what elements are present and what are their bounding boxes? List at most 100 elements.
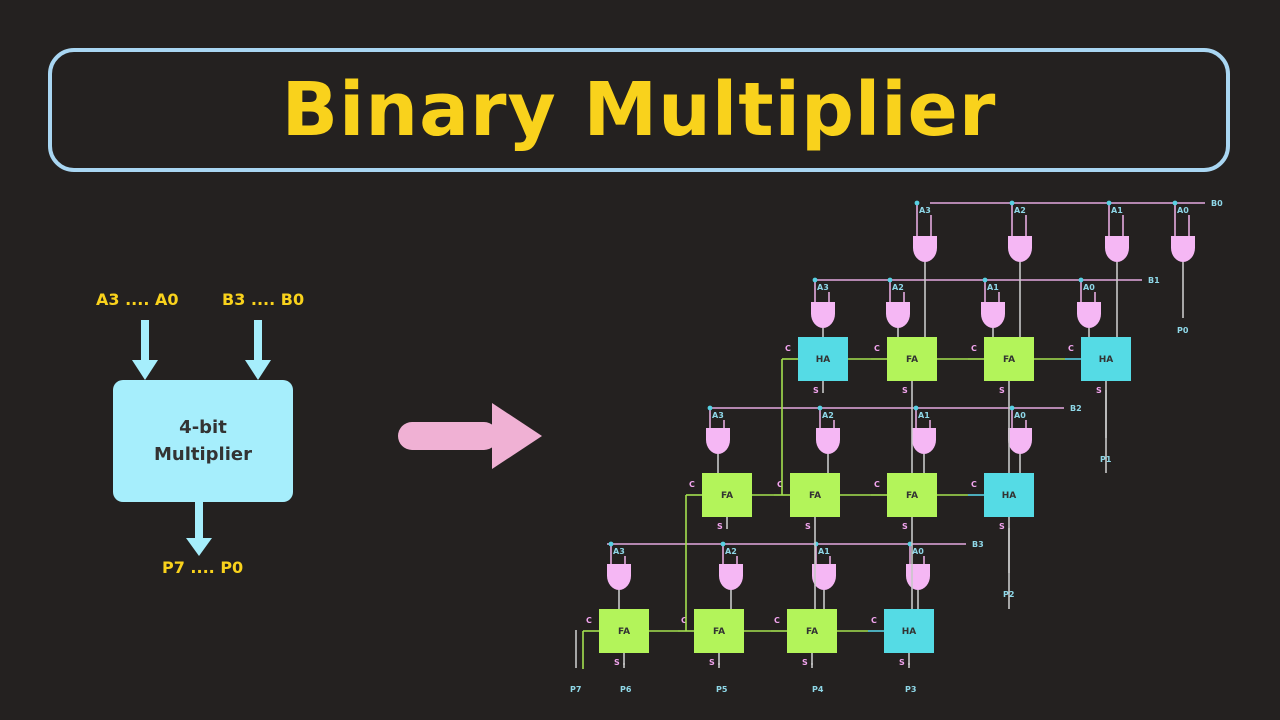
b-tap-dot [1106, 200, 1112, 206]
sum-label: S [805, 522, 811, 531]
a-input-label: A2 [725, 547, 737, 556]
and-gate-icon [912, 428, 936, 455]
adder-cell-ha [984, 473, 1034, 517]
p0-output-label: P0 [1177, 326, 1189, 335]
adder-cell-label: HA [816, 355, 831, 365]
multiplier-block: 4-bit Multiplier [113, 380, 293, 502]
b-tap-dot [982, 277, 988, 283]
adder-cell-label: FA [906, 491, 918, 501]
sum-label: S [899, 658, 905, 667]
adder-cell-label: FA [809, 491, 821, 501]
a-input-label: A2 [822, 411, 834, 420]
b-bus-label-1: B1 [1148, 276, 1160, 285]
and-gate-icon [811, 302, 835, 328]
a-input-label: A1 [1111, 206, 1123, 215]
adder-cell-label: HA [1099, 355, 1114, 365]
b-tap-dot [817, 405, 823, 411]
adder-cell-fa [702, 473, 752, 517]
adder-cell-ha [1081, 337, 1131, 381]
adder-cell-label: FA [806, 627, 818, 637]
input-a-label: A3 .... A0 [96, 290, 179, 309]
adder-cell-fa [984, 337, 1034, 381]
sum-label: S [999, 522, 1005, 531]
p-output-label: P7 [570, 685, 581, 694]
and-gate-icon [981, 302, 1005, 328]
b-tap-dot [914, 200, 920, 206]
p-output-label: P1 [1100, 455, 1112, 464]
carry-label: C [689, 480, 695, 489]
adder-cell-label: HA [1002, 491, 1017, 501]
and-gate-icon [1008, 236, 1032, 262]
a-input-label: A1 [987, 283, 999, 292]
and-gate-icon [607, 564, 631, 591]
main-arrow-shaft [398, 422, 498, 450]
adder-cell-fa [887, 337, 937, 381]
carry-label: C [774, 616, 780, 625]
p-output-label: P6 [620, 685, 632, 694]
a-input-label: A2 [892, 283, 904, 292]
and-gate-icon [1077, 302, 1101, 328]
and-gate-icon [913, 236, 937, 262]
sum-label: S [1096, 386, 1102, 395]
multiplier-block-line1: 4-bit [179, 417, 227, 438]
adder-cell-ha [884, 609, 934, 653]
b-bus-label-0: B0 [1211, 199, 1223, 208]
carry-label: C [971, 344, 977, 353]
b-tap-dot [1172, 200, 1178, 206]
input-a-arrow-shaft [141, 320, 149, 362]
and-gate-icon [1008, 428, 1032, 455]
adder-cell-fa [787, 609, 837, 653]
title-frame: Binary Multiplier [48, 48, 1230, 172]
adder-cell-label: FA [618, 627, 630, 637]
b-tap-dot [720, 541, 726, 547]
a-input-label: A3 [919, 206, 931, 215]
adder-cell-label: FA [713, 627, 725, 637]
p-output-label: P2 [1003, 590, 1014, 599]
a-input-label: A3 [817, 283, 829, 292]
a-input-label: A2 [1014, 206, 1026, 215]
and-gate-icon [886, 302, 910, 328]
input-b-arrow-head [245, 360, 271, 380]
b-tap-dot [1009, 200, 1015, 206]
sum-label: S [813, 386, 819, 395]
adder-cell-label: FA [1003, 355, 1015, 365]
output-arrow-shaft [195, 502, 203, 540]
b-tap-dot [887, 277, 893, 283]
b-tap-dot [907, 541, 913, 547]
adder-cell-label: HA [902, 627, 917, 637]
output-p-label: P7 .... P0 [162, 558, 244, 577]
and-gate-icon [1105, 236, 1129, 262]
and-gate-icon [706, 428, 730, 455]
adder-cell-fa [599, 609, 649, 653]
sum-label: S [802, 658, 808, 667]
a-input-label: A0 [1014, 411, 1026, 420]
main-arrow-head [492, 403, 542, 469]
a-input-label: A3 [613, 547, 625, 556]
a-input-label: A0 [912, 547, 924, 556]
input-b-arrow-shaft [254, 320, 262, 362]
carry-label: C [874, 480, 880, 489]
adder-cell-ha [798, 337, 848, 381]
a-input-label: A3 [712, 411, 724, 420]
and-gate-icon [719, 564, 743, 591]
sum-label: S [902, 386, 908, 395]
a-input-label: A0 [1177, 206, 1189, 215]
sum-label: S [709, 658, 715, 667]
carry-label: C [971, 480, 977, 489]
page-title: Binary Multiplier [281, 67, 997, 153]
carry-label: C [785, 344, 791, 353]
and-gate-icon [906, 564, 930, 591]
adder-cell-label: FA [906, 355, 918, 365]
carry-label: C [777, 480, 783, 489]
b-tap-dot [812, 277, 818, 283]
adder-cell-label: FA [721, 491, 733, 501]
p-output-label: P4 [812, 685, 824, 694]
a-input-label: A0 [1083, 283, 1095, 292]
p-output-label: P5 [716, 685, 728, 694]
a-input-label: A1 [918, 411, 930, 420]
b-tap-dot [1078, 277, 1084, 283]
carry-label: C [874, 344, 880, 353]
b-tap-dot [707, 405, 713, 411]
sum-label: S [902, 522, 908, 531]
adder-cell-fa [887, 473, 937, 517]
